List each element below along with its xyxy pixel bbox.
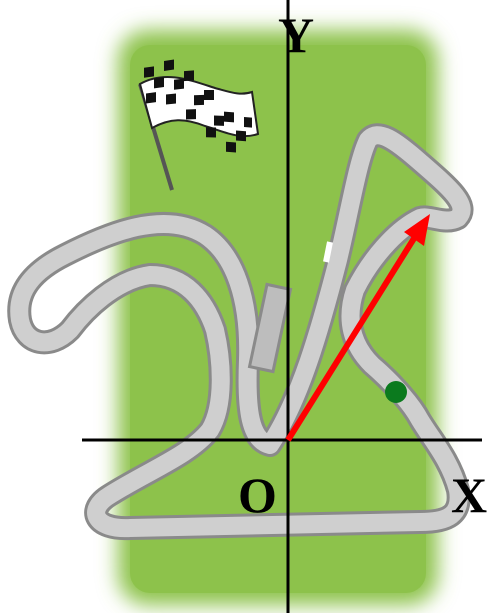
race-track xyxy=(7,123,474,541)
red-arrow-vector xyxy=(285,214,430,442)
axes xyxy=(82,0,482,613)
green-dot-marker xyxy=(385,381,407,403)
y-axis-label: Y xyxy=(278,7,314,63)
pit-lane xyxy=(247,282,293,374)
origin-label: O xyxy=(238,467,277,523)
start-line-mark xyxy=(323,241,333,263)
checkered-flag-icon xyxy=(138,59,260,191)
x-axis-label: X xyxy=(451,467,487,523)
